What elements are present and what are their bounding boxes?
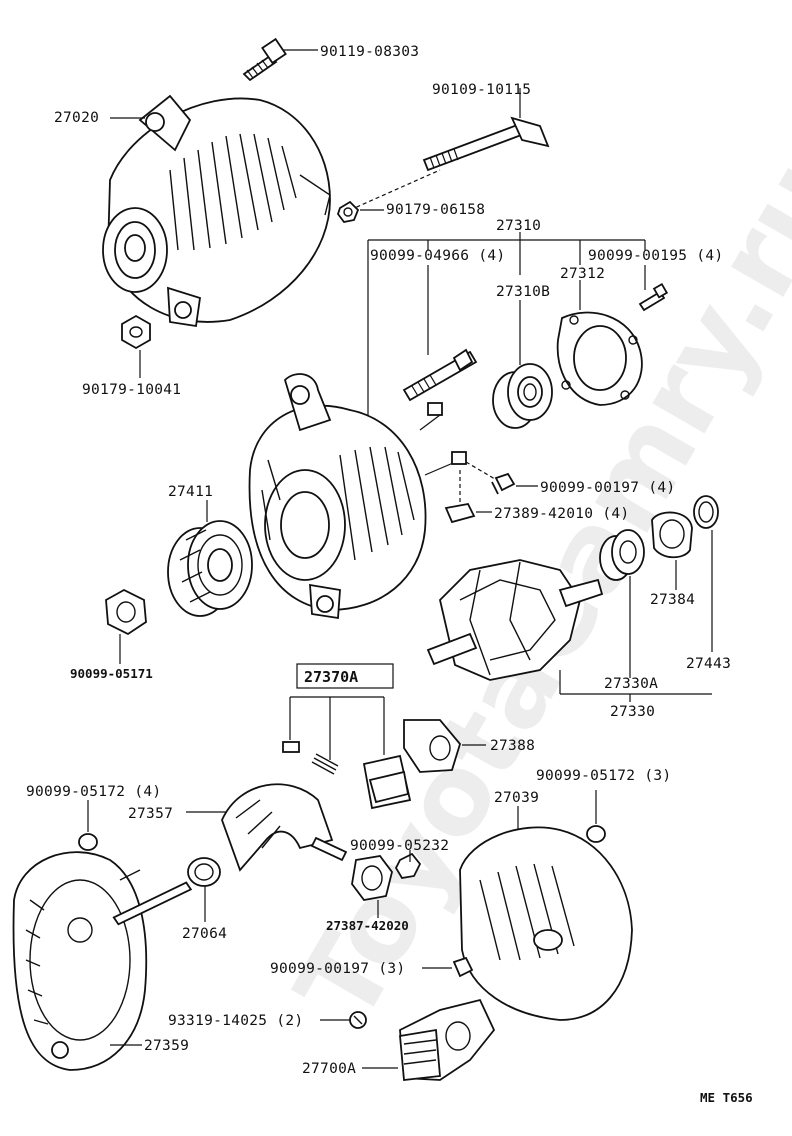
label-27064: 27064	[182, 926, 227, 942]
label-27310: 27310	[496, 218, 541, 234]
label-27389-42010: 27389-42010 (4)	[494, 506, 629, 522]
bearing-27310B[interactable]	[492, 363, 553, 429]
label-90099-05232: 90099-05232	[350, 838, 449, 854]
alternator-assembly-27020[interactable]	[102, 94, 331, 328]
screw-90099-00197-3[interactable]	[452, 956, 474, 978]
nut-90099-05172-4[interactable]	[78, 833, 98, 851]
label-90099-00197-4: 90099-00197 (4)	[540, 480, 675, 496]
label-90099-04966: 90099-04966 (4)	[370, 248, 505, 264]
rectifier-holder-27357[interactable]	[221, 783, 348, 872]
nut-90179-06158[interactable]	[336, 200, 360, 223]
terminal-insulator-27388[interactable]	[403, 719, 462, 773]
pulley-27411[interactable]	[167, 520, 253, 617]
label-27387-42020: 27387-42020	[326, 918, 409, 933]
label-90179-06158: 90179-06158	[386, 202, 485, 218]
nut-90179-10041[interactable]	[121, 314, 151, 350]
label-90109-10115: 90109-10115	[432, 82, 531, 98]
label-27310B: 27310B	[496, 284, 550, 300]
label-27312: 27312	[560, 266, 605, 282]
rotor-27330[interactable]	[426, 559, 604, 681]
spring[interactable]	[311, 753, 339, 775]
label-90099-00195: 90099-00195 (4)	[588, 248, 723, 264]
label-90099-00197-3: 90099-00197 (3)	[270, 961, 405, 977]
nut-90099-05172-3[interactable]	[586, 825, 606, 843]
insulator-27389-42010[interactable]	[444, 502, 476, 524]
label-27039: 27039	[494, 790, 539, 806]
label-90099-05172-3: 90099-05172 (3)	[536, 768, 671, 784]
brush-27370A[interactable]	[282, 741, 300, 753]
label-27388: 27388	[490, 738, 535, 754]
washer-93319-14025[interactable]	[349, 1011, 367, 1029]
nut-90099-05171[interactable]	[105, 588, 147, 636]
label-27700A: 27700A	[302, 1061, 356, 1077]
label-27443: 27443	[686, 656, 731, 672]
rear-cover-27039[interactable]	[459, 826, 633, 1021]
label-27384: 27384	[650, 592, 695, 608]
rear-end-frame-27359[interactable]	[12, 851, 193, 1071]
label-27330A: 27330A	[604, 676, 658, 692]
regulator-27700A[interactable]	[399, 998, 496, 1081]
through-bolt-90109-10115[interactable]	[422, 116, 550, 172]
retainer-plate-27312[interactable]	[556, 311, 643, 406]
footer-code: ME T656	[700, 1090, 753, 1105]
drive-end-frame-27310[interactable]	[248, 373, 467, 620]
insulator-27387-42020[interactable]	[351, 855, 393, 901]
stud-90099-04966[interactable]	[402, 348, 478, 402]
brush-holder-group-box	[296, 663, 394, 689]
bearing-27330A[interactable]	[599, 529, 645, 581]
label-90119-08303: 90119-08303	[320, 44, 419, 60]
screw-90099-00195[interactable]	[638, 282, 669, 312]
bearing-cover-27384[interactable]	[651, 511, 693, 559]
ring-27443[interactable]	[693, 495, 719, 529]
label-93319-14025: 93319-14025 (2)	[168, 1013, 303, 1029]
label-90099-05171: 90099-05171	[70, 666, 153, 681]
label-27020: 27020	[54, 110, 99, 126]
label-27370A: 27370A	[304, 668, 358, 686]
label-27359: 27359	[144, 1038, 189, 1054]
label-90099-05172-4: 90099-05172 (4)	[26, 784, 161, 800]
label-27357: 27357	[128, 806, 173, 822]
ring-27064[interactable]	[187, 857, 221, 887]
label-27330: 27330	[610, 704, 655, 720]
brush-holder[interactable]	[362, 754, 412, 810]
label-27411: 27411	[168, 484, 213, 500]
bolt-90099-05232[interactable]	[394, 852, 422, 879]
bolt-90119-08303[interactable]	[242, 37, 287, 82]
label-90179-10041: 90179-10041	[82, 382, 181, 398]
screw-90099-00197-4[interactable]	[491, 472, 516, 495]
